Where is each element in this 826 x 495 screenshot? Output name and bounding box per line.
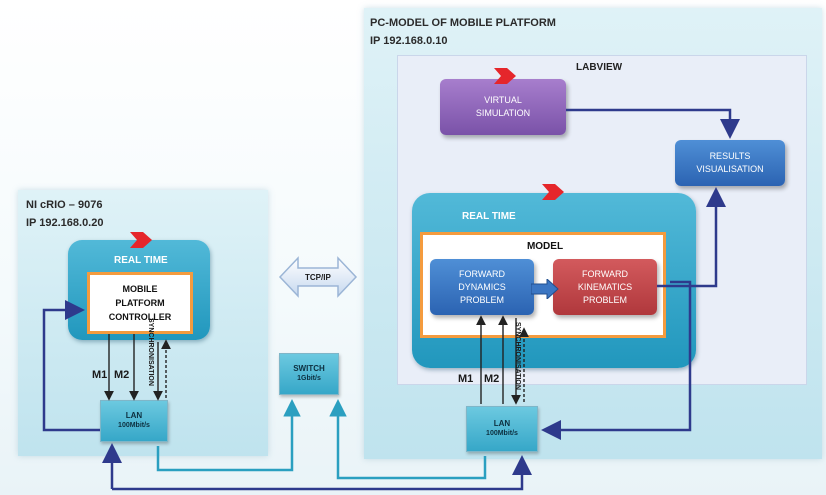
results-visualisation-box: RESULTS VISUALISATION <box>675 140 785 186</box>
crio-lan-to-switch-link <box>156 399 301 472</box>
crio-m1-label: M1 <box>92 369 108 381</box>
kinematics-to-lan-arrow <box>541 280 692 440</box>
pc-model-title: PC-MODEL OF MOBILE PLATFORM <box>370 17 556 29</box>
pc-lan-to-switch-link <box>329 399 487 480</box>
model-title: MODEL <box>526 241 564 252</box>
forward-kinematics-box: FORWARD KINEMATICS PROBLEM <box>553 259 657 315</box>
pc-m1-label: M1 <box>458 373 474 385</box>
kinematics-to-results-arrow <box>657 187 726 288</box>
crio-real-time-title: REAL TIME <box>114 255 168 266</box>
pc-lan-speed: 100Mbit/s <box>486 430 518 437</box>
tcp-ip-double-arrow <box>278 256 358 298</box>
tcp-ip-label: TCP/IP <box>305 273 331 282</box>
pc-model-ip: IP 192.168.0.10 <box>370 35 448 47</box>
switch-speed: 1Gbit/s <box>297 375 321 382</box>
pc-m2-label: M2 <box>484 373 500 385</box>
sim-to-results-arrow <box>566 108 740 139</box>
labview-title: LABVIEW <box>576 62 623 73</box>
switch-box: SWITCH 1Gbit/s <box>279 353 339 395</box>
crio-ip: IP 192.168.0.20 <box>26 217 104 229</box>
pc-lan-title: LAN <box>493 419 511 428</box>
real-time-flag-icon <box>542 184 564 200</box>
real-time-flag-icon <box>130 232 152 248</box>
dynamics-to-kinematics-arrow <box>531 279 559 299</box>
pc-real-time-title: REAL TIME <box>462 211 516 222</box>
crio-lan-title: LAN <box>125 411 143 420</box>
mobile-platform-controller: MOBILE PLATFORM CONTROLLER <box>92 276 188 330</box>
switch-title: SWITCH <box>293 364 325 373</box>
pc-lan-box: LAN 100Mbit/s <box>466 406 538 452</box>
real-time-flag-icon <box>494 68 516 84</box>
crio-lan-box: LAN 100Mbit/s <box>100 400 168 442</box>
lan-to-controller-arrow <box>42 300 100 432</box>
forward-dynamics-box: FORWARD DYNAMICS PROBLEM <box>430 259 534 315</box>
crio-title: NI cRIO – 9076 <box>26 199 103 211</box>
crio-m2-label: M2 <box>114 369 130 381</box>
virtual-simulation-box: VIRTUAL SIMULATION <box>440 79 566 135</box>
crio-lan-speed: 100Mbit/s <box>118 422 150 429</box>
